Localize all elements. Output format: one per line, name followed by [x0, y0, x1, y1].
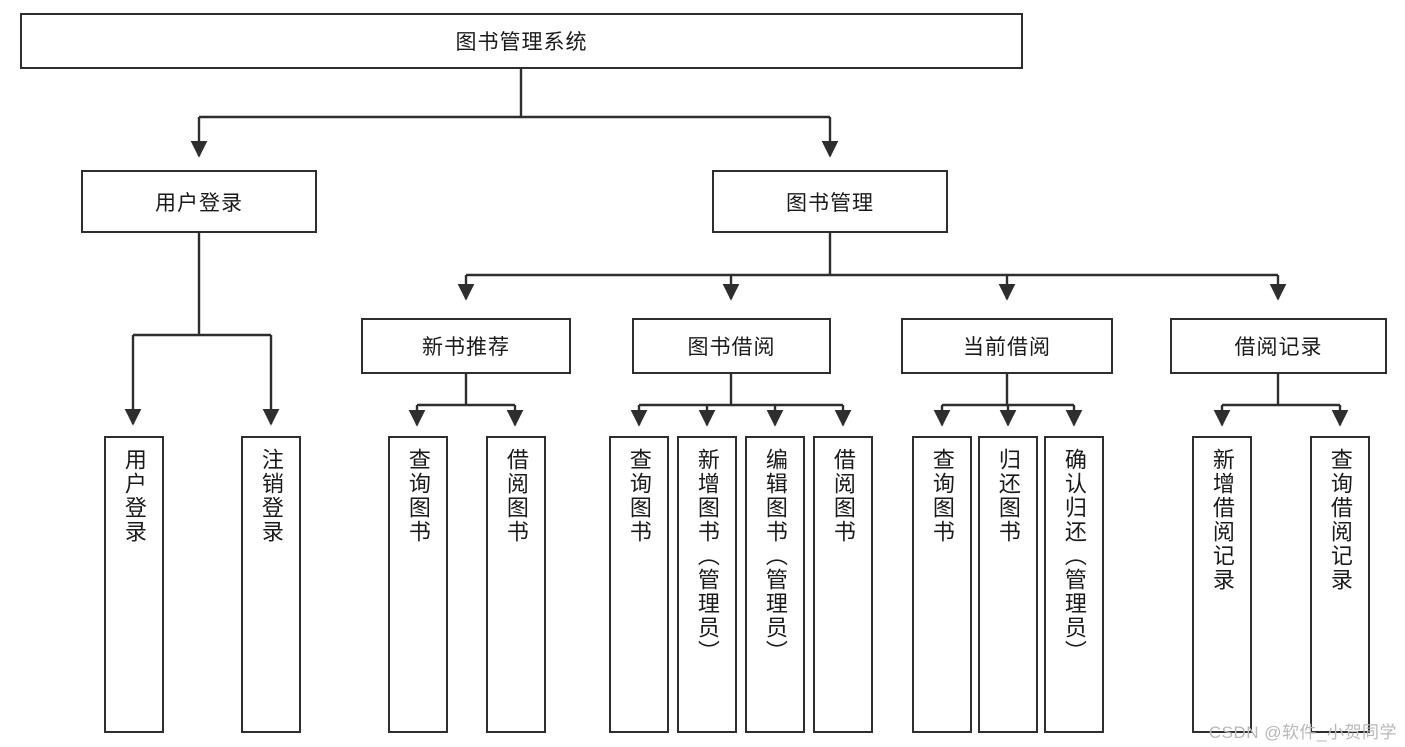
node-leaf-return-book[interactable]: 归还图书: [978, 436, 1038, 733]
node-book-borrow[interactable]: 图书借阅: [632, 318, 831, 374]
node-leaf-borrow-book-1-label: 借阅图书: [503, 448, 529, 544]
node-leaf-query-book-1-label: 查询图书: [405, 448, 431, 544]
node-borrow-record-label: 借阅记录: [1234, 336, 1323, 359]
node-leaf-user-logout[interactable]: 注销登录: [241, 436, 301, 733]
node-leaf-add-book-label: 新增图书（管理员）: [694, 448, 720, 664]
node-leaf-borrow-book-1[interactable]: 借阅图书: [486, 436, 546, 733]
node-leaf-add-record[interactable]: 新增借阅记录: [1192, 436, 1252, 733]
watermark: CSDN @软件_小贺同学: [1208, 723, 1397, 742]
node-leaf-query-book-2-label: 查询图书: [626, 448, 652, 544]
node-leaf-edit-book[interactable]: 编辑图书（管理员）: [745, 436, 805, 733]
node-leaf-query-book-3[interactable]: 查询图书: [912, 436, 972, 733]
node-leaf-query-book-1[interactable]: 查询图书: [388, 436, 448, 733]
node-leaf-confirm-return[interactable]: 确认归还（管理员）: [1044, 436, 1104, 733]
node-leaf-user-login[interactable]: 用户登录: [104, 436, 164, 733]
node-leaf-user-logout-label: 注销登录: [258, 448, 284, 544]
node-leaf-confirm-return-label: 确认归还（管理员）: [1061, 448, 1087, 664]
node-book-manage-label: 图书管理: [786, 191, 874, 215]
node-leaf-add-record-label: 新增借阅记录: [1209, 448, 1235, 592]
node-leaf-query-book-2[interactable]: 查询图书: [609, 436, 669, 733]
node-current-borrow[interactable]: 当前借阅: [901, 318, 1113, 374]
node-leaf-borrow-book-2-label: 借阅图书: [830, 448, 856, 544]
node-leaf-return-book-label: 归还图书: [995, 448, 1021, 544]
node-book-manage[interactable]: 图书管理: [712, 170, 948, 233]
node-new-book-recommend-label: 新书推荐: [422, 336, 510, 359]
node-root[interactable]: 图书管理系统: [20, 13, 1023, 69]
node-user-login[interactable]: 用户登录: [81, 170, 317, 233]
node-new-book-recommend[interactable]: 新书推荐: [361, 318, 571, 374]
node-leaf-add-book[interactable]: 新增图书（管理员）: [677, 436, 737, 733]
node-leaf-query-record[interactable]: 查询借阅记录: [1310, 436, 1370, 733]
node-leaf-edit-book-label: 编辑图书（管理员）: [762, 448, 788, 664]
node-leaf-borrow-book-2[interactable]: 借阅图书: [813, 436, 873, 733]
node-leaf-query-record-label: 查询借阅记录: [1327, 448, 1353, 592]
node-root-label: 图书管理系统: [455, 31, 588, 54]
node-leaf-query-book-3-label: 查询图书: [929, 448, 955, 544]
node-user-login-label: 用户登录: [155, 191, 243, 215]
node-borrow-record[interactable]: 借阅记录: [1170, 318, 1387, 374]
node-current-borrow-label: 当前借阅: [963, 336, 1051, 359]
node-book-borrow-label: 图书借阅: [687, 336, 776, 359]
node-leaf-user-login-label: 用户登录: [121, 448, 147, 544]
